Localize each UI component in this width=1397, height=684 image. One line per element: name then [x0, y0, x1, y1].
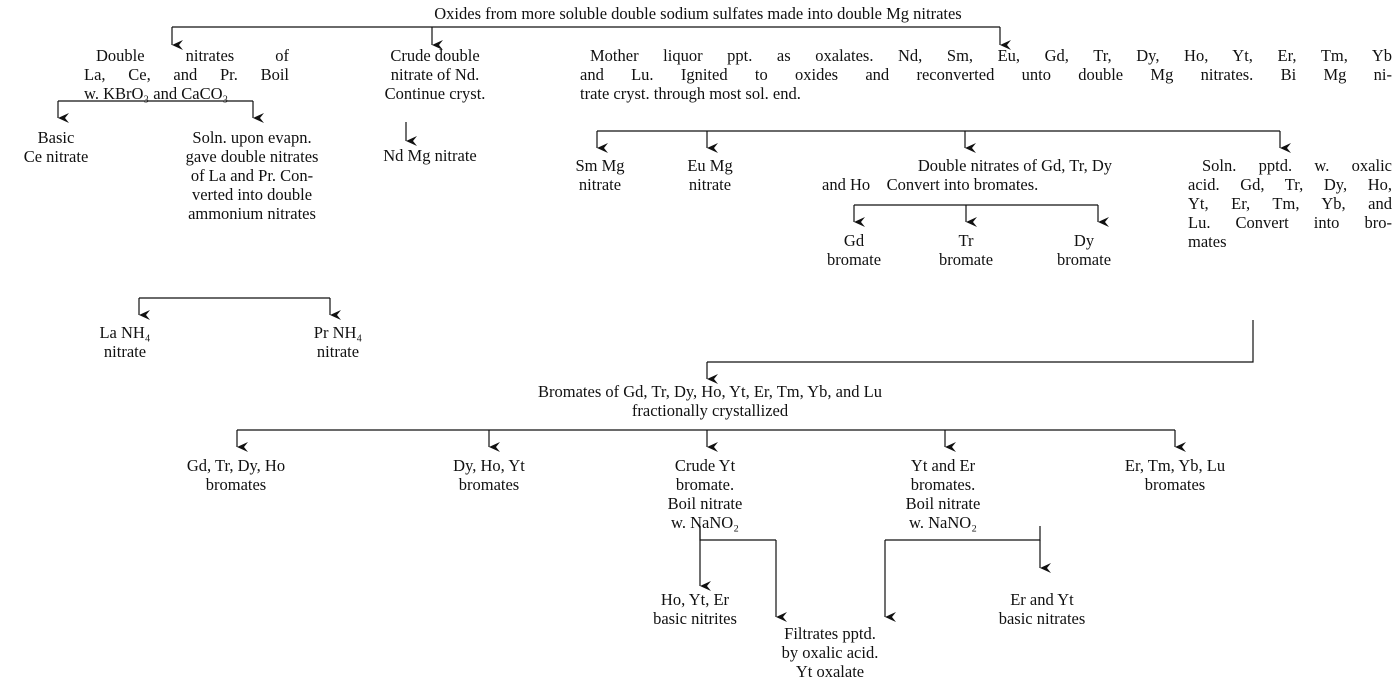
node-tr-bromate-line-1: Tr	[958, 231, 974, 250]
node-la-nh4-line-2: nitrate	[103, 342, 147, 361]
node-tr-bromate-line-2: bromate	[938, 250, 994, 269]
node-tr-bromate: Tr bromate	[926, 231, 1006, 269]
node-yt-er-bromates-line-2: bromates.	[910, 475, 976, 494]
node-yt-er-bromates: Yt and Er bromates. Boil nitrate w. NaNO…	[868, 456, 1018, 532]
node-soln-pptd-line-4: Lu. Convert into bro-	[1188, 213, 1392, 232]
node-dy-yt-bromates: Dy, Ho, Yt bromates	[404, 456, 574, 494]
node-nd-mg-text: Nd Mg nitrate	[383, 146, 477, 165]
node-yt-er-bromates-line-4: w. NaNO₂	[909, 513, 977, 532]
node-mother-line-1: Mother liquor ppt. as oxalates. Nd, Sm, …	[590, 46, 1392, 65]
node-crude-yt: Crude Yt bromate. Boil nitrate w. NaNO₂	[630, 456, 780, 532]
node-ho-nitrites-line-1: Ho, Yt, Er	[660, 590, 730, 609]
node-bromates-all: Bromates of Gd, Tr, Dy, Ho, Yt, Er, Tm, …	[400, 382, 1020, 420]
node-la-nh4-line-1: La NH₄	[99, 323, 151, 342]
node-crude-nd-line-2: nitrate of Nd.	[390, 65, 480, 84]
node-basic-ce: Basic Ce nitrate	[6, 128, 106, 166]
node-er-yt-nitrates-line-2: basic nitrates	[998, 609, 1086, 628]
node-er-lu-bromates: Er, Tm, Yb, Lu bromates	[1080, 456, 1270, 494]
node-double-gd-line-2: and Ho Convert into bromates.	[822, 175, 1039, 194]
node-bromates-all-line-1: Bromates of Gd, Tr, Dy, Ho, Yt, Er, Tm, …	[538, 382, 882, 401]
node-soln-pptd: Soln. pptd. w. oxalic acid. Gd, Tr, Dy, …	[1188, 156, 1392, 251]
node-filtrates-line-3: Yt oxalate	[795, 662, 865, 681]
node-soln-evap: Soln. upon evapn. gave double nitrates o…	[162, 128, 342, 223]
node-soln-pptd-line-3: Yt, Er, Tm, Yb, and	[1188, 194, 1392, 213]
node-crude-yt-line-2: bromate.	[675, 475, 735, 494]
node-soln-evap-line-3: of La and Pr. Con-	[190, 166, 314, 185]
node-soln-evap-line-4: verted into double	[191, 185, 313, 204]
node-gd-bromate: Gd bromate	[814, 231, 894, 269]
node-basic-ce-line-2: Ce nitrate	[23, 147, 89, 166]
node-pr-nh4-line-1: Pr NH₄	[313, 323, 363, 342]
node-lace-line-2: La, Ce, and Pr. Boil	[84, 65, 289, 84]
node-eu-mg-line-2: nitrate	[688, 175, 732, 194]
node-crude-nd-line-1: Crude double	[390, 46, 480, 65]
node-er-yt-nitrates: Er and Yt basic nitrates	[962, 590, 1122, 628]
node-filtrates: Filtrates pptd. by oxalic acid. Yt oxala…	[740, 624, 920, 681]
node-bromates-all-line-2: fractionally crystallized	[631, 401, 789, 420]
node-dy-bromate-line-2: bromate	[1056, 250, 1112, 269]
node-nd-mg: Nd Mg nitrate	[360, 146, 500, 165]
node-root: Oxides from more soluble double sodium s…	[198, 4, 1198, 23]
node-la-nh4: La NH₄ nitrate	[75, 323, 175, 361]
node-er-yt-nitrates-line-1: Er and Yt	[1010, 590, 1074, 609]
node-basic-ce-line-1: Basic	[37, 128, 75, 147]
node-soln-pptd-line-1: Soln. pptd. w. oxalic	[1202, 156, 1392, 175]
node-mother-line-3: trate cryst. through most sol. end.	[580, 84, 801, 103]
node-sm-mg-line-2: nitrate	[578, 175, 622, 194]
node-sm-mg-line-1: Sm Mg	[575, 156, 625, 175]
node-gd-bromate-line-1: Gd	[843, 231, 865, 250]
node-filtrates-line-1: Filtrates pptd.	[784, 624, 876, 643]
node-pr-nh4: Pr NH₄ nitrate	[288, 323, 388, 361]
node-soln-pptd-line-2: acid. Gd, Tr, Dy, Ho,	[1188, 175, 1392, 194]
node-dy-bromate-line-1: Dy	[1073, 231, 1095, 250]
node-yt-er-bromates-line-3: Boil nitrate	[905, 494, 981, 513]
node-crude-nd-line-3: Continue cryst.	[384, 84, 486, 103]
node-gd-bromate-line-2: bromate	[826, 250, 882, 269]
node-root-text: Oxides from more soluble double sodium s…	[434, 4, 962, 23]
node-soln-pptd-line-5: mates	[1188, 232, 1227, 251]
node-lace: Double nitrates of La, Ce, and Pr. Boil …	[84, 46, 289, 103]
node-ho-nitrites: Ho, Yt, Er basic nitrites	[620, 590, 770, 628]
node-lace-line-1: Double nitrates of	[96, 46, 289, 65]
node-gd-ho-bromates-line-2: bromates	[205, 475, 267, 494]
node-mother-line-2: and Lu. Ignited to oxides and reconverte…	[580, 65, 1392, 84]
node-eu-mg-line-1: Eu Mg	[687, 156, 733, 175]
node-double-gd-line-1: Double nitrates of Gd, Tr, Dy	[917, 156, 1112, 175]
node-yt-er-bromates-line-1: Yt and Er	[910, 456, 976, 475]
node-gd-ho-bromates: Gd, Tr, Dy, Ho bromates	[136, 456, 336, 494]
node-dy-yt-bromates-line-1: Dy, Ho, Yt	[453, 456, 525, 475]
node-crude-yt-line-3: Boil nitrate	[667, 494, 743, 513]
node-eu-mg: Eu Mg nitrate	[670, 156, 750, 194]
node-soln-evap-line-5: ammonium nitrates	[188, 204, 316, 223]
node-mother-liquor: Mother liquor ppt. as oxalates. Nd, Sm, …	[580, 46, 1392, 103]
node-er-lu-bromates-line-1: Er, Tm, Yb, Lu	[1124, 456, 1226, 475]
node-dy-yt-bromates-line-2: bromates	[458, 475, 520, 494]
node-filtrates-line-2: by oxalic acid.	[781, 643, 879, 662]
node-er-lu-bromates-line-2: bromates	[1144, 475, 1206, 494]
node-double-gd: Double nitrates of Gd, Tr, Dy and Ho Con…	[822, 156, 1112, 194]
node-lace-line-3: w. KBrO₃ and CaCO₃	[84, 84, 229, 103]
node-gd-ho-bromates-line-1: Gd, Tr, Dy, Ho	[186, 456, 286, 475]
node-crude-yt-line-1: Crude Yt	[674, 456, 736, 475]
node-crude-yt-line-4: w. NaNO₂	[671, 513, 739, 532]
soln-to-bromates-line	[707, 320, 1254, 363]
node-crude-nd: Crude double nitrate of Nd. Continue cry…	[350, 46, 520, 103]
node-soln-evap-line-1: Soln. upon evapn.	[192, 128, 312, 147]
node-ho-nitrites-line-2: basic nitrites	[653, 609, 737, 628]
node-soln-evap-line-2: gave double nitrates	[185, 147, 319, 166]
node-dy-bromate: Dy bromate	[1044, 231, 1124, 269]
node-sm-mg: Sm Mg nitrate	[560, 156, 640, 194]
node-pr-nh4-line-2: nitrate	[316, 342, 360, 361]
